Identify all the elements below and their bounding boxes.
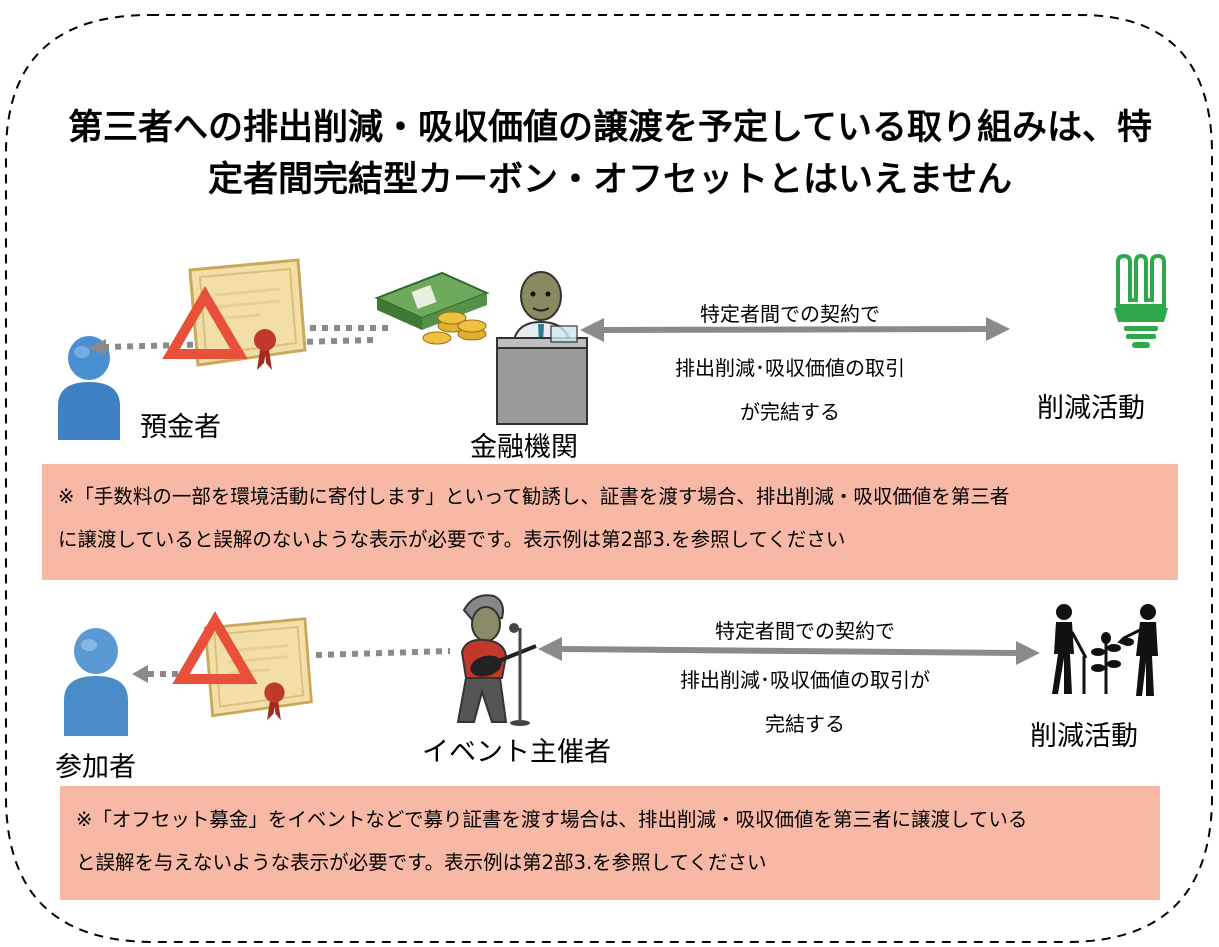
note2-line2: と誤解を与えないような表示が必要です。表示例は第2部3.を参照してください	[76, 851, 767, 874]
dotted-line-cert-to-organizer	[315, 648, 451, 658]
participant-label: 参加者	[55, 752, 136, 783]
person-icon	[64, 628, 128, 736]
contract-text-line3: が完結する	[740, 400, 840, 424]
organizer-label: イベント主催者	[422, 737, 611, 768]
contract2-text-line1: 特定者間での契約で	[715, 619, 895, 643]
contract2-text-line3: 完結する	[765, 712, 845, 736]
contract2-text-line2: 排出削減･吸収価値の取引が	[680, 668, 930, 692]
note1-line1: ※「手数料の一部を環境活動に寄付します」といって勧誘し、証書を渡す場合、排出削減…	[58, 485, 1010, 508]
contract-text-line2: 排出削減･吸収価値の取引	[675, 356, 905, 380]
page-title-line2: 定者間完結型カーボン・オフセットとはいえません	[208, 160, 1012, 200]
banker-icon	[496, 271, 588, 425]
page-title-line1: 第三者への排出削減・吸収価値の譲渡を予定している取り組みは、特	[68, 108, 1152, 148]
light-bulb-icon	[1114, 253, 1168, 348]
dotted-line-cert-to-bank	[310, 325, 390, 331]
guitarist-icon	[456, 594, 537, 726]
contract-text-line1: 特定者間での契約で	[700, 302, 880, 326]
activity-label-2: 削減活動	[1030, 721, 1138, 752]
dotted-arrow-to-participant	[132, 665, 190, 683]
money-stack-icon	[374, 271, 490, 345]
double-arrow-contract	[538, 637, 1040, 665]
bank-label: 金融機関	[470, 432, 578, 463]
person-icon	[58, 336, 120, 440]
warning-triangle-icon	[172, 611, 258, 684]
depositor-label: 預金者	[140, 412, 221, 443]
note2-line1: ※「オフセット募金」をイベントなどで募り証書を渡す場合は、排出削減・吸収価値を第…	[76, 808, 1028, 831]
double-arrow-contract	[580, 317, 1010, 342]
tree-planting-icon	[1052, 604, 1158, 696]
note1-line2: に譲渡していると誤解のないような表示が必要です。表示例は第2部3.を参照してくだ…	[58, 528, 846, 551]
activity-label-1: 削減活動	[1037, 393, 1145, 424]
note-box-1: ※「手数料の一部を環境活動に寄付します」といって勧誘し、証書を渡す場合、排出削減…	[42, 464, 1178, 580]
certificate-icon	[188, 258, 307, 370]
note-box-2: ※「オフセット募金」をイベントなどで募り証書を渡す場合は、排出削減・吸収価値を第…	[60, 786, 1160, 900]
warning-triangle-icon	[162, 286, 248, 359]
